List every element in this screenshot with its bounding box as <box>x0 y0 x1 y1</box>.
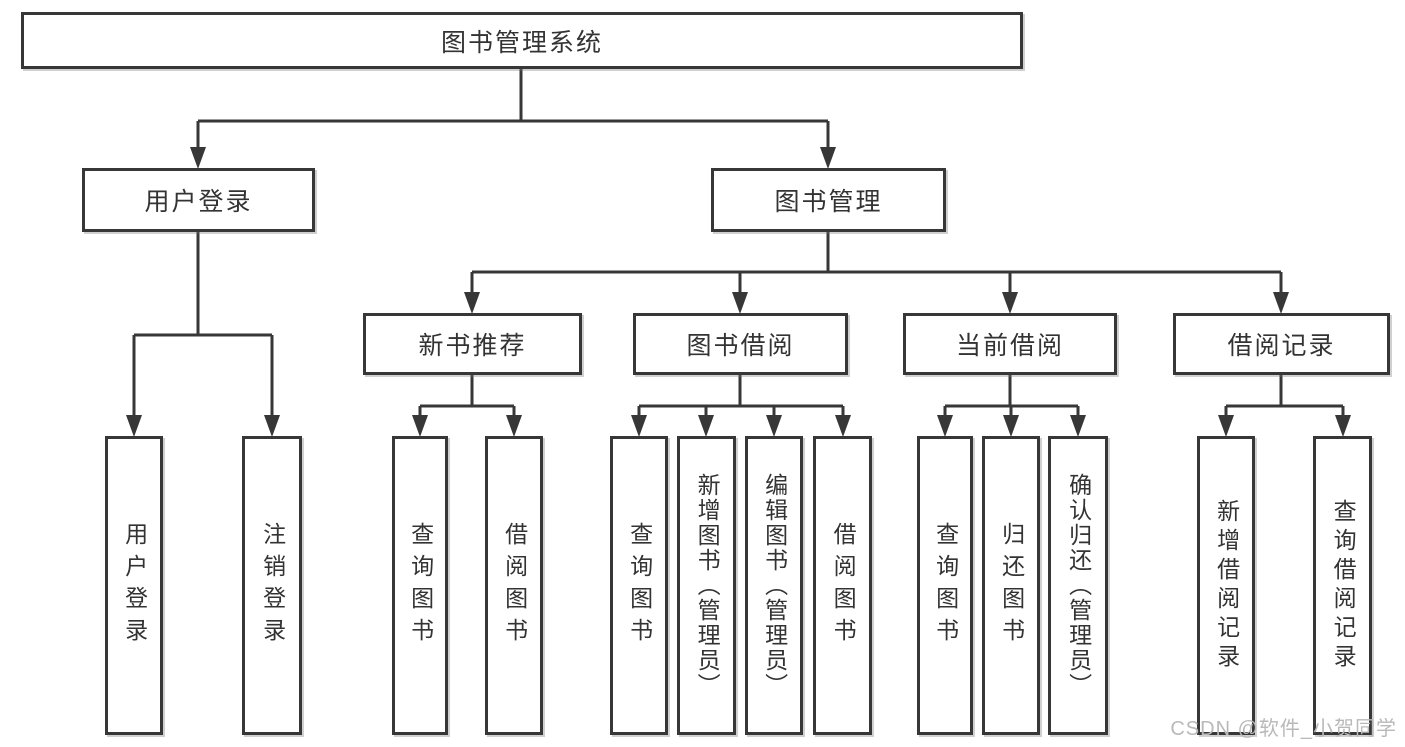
leaf-query-books-borrowing-label: 查询图书 <box>626 521 653 650</box>
node-library-system: 图书管理系统 <box>21 12 1023 69</box>
leaf-query-books-current: 查询图书 <box>917 436 973 735</box>
node-book-management: 图书管理 <box>711 168 946 232</box>
leaf-logout: 注销登录 <box>242 436 302 735</box>
leaf-borrow-books-newbooks: 借阅图书 <box>485 436 543 735</box>
leaf-query-books-current-label: 查询图书 <box>932 521 959 650</box>
leaf-query-borrow-record: 查询借阅记录 <box>1313 436 1372 735</box>
leaf-confirm-return-admin-label: 确认归还（管理员） <box>1065 473 1092 698</box>
node-borrow-records-label: 借阅记录 <box>1227 332 1336 360</box>
leaf-query-books-borrowing: 查询图书 <box>610 436 668 735</box>
leaf-borrow-books-newbooks-label: 借阅图书 <box>501 521 528 650</box>
leaf-confirm-return-admin: 确认归还（管理员） <box>1048 436 1108 735</box>
leaf-query-books-newbooks: 查询图书 <box>392 436 448 735</box>
node-new-book-recommend-label: 新书推荐 <box>418 332 527 360</box>
node-book-management-label: 图书管理 <box>774 188 883 216</box>
leaf-borrow-books: 借阅图书 <box>813 436 872 735</box>
node-current-borrowing-label: 当前借阅 <box>955 332 1064 360</box>
leaf-add-borrow-record-label: 新增借阅记录 <box>1213 498 1240 673</box>
leaf-query-borrow-record-label: 查询借阅记录 <box>1330 498 1357 673</box>
leaf-query-books-newbooks-label: 查询图书 <box>407 521 434 650</box>
leaf-user-login: 用户登录 <box>105 436 163 735</box>
node-user-login: 用户登录 <box>82 168 315 232</box>
leaf-add-borrow-record: 新增借阅记录 <box>1197 436 1255 735</box>
leaf-edit-book-admin: 编辑图书（管理员） <box>745 436 803 735</box>
node-book-borrowing-label: 图书借阅 <box>686 332 795 360</box>
node-borrow-records: 借阅记录 <box>1173 313 1390 375</box>
leaf-add-book-admin-label: 新增图书（管理员） <box>694 473 721 698</box>
leaf-borrow-books-label: 借阅图书 <box>830 521 857 650</box>
node-current-borrowing: 当前借阅 <box>903 313 1117 375</box>
leaf-return-books: 归还图书 <box>982 436 1040 735</box>
arrowheads <box>126 147 1351 437</box>
node-library-system-label: 图书管理系统 <box>440 28 603 57</box>
leaf-edit-book-admin-label: 编辑图书（管理员） <box>761 473 788 698</box>
node-new-book-recommend: 新书推荐 <box>363 313 582 375</box>
leaf-add-book-admin: 新增图书（管理员） <box>677 436 736 735</box>
node-user-login-label: 用户登录 <box>144 188 253 216</box>
leaf-logout-label: 注销登录 <box>259 521 286 650</box>
node-book-borrowing: 图书借阅 <box>633 313 848 375</box>
leaf-return-books-label: 归还图书 <box>998 521 1025 650</box>
leaf-user-login-label: 用户登录 <box>121 521 148 650</box>
csdn-watermark: CSDN @软件_小贺同学 <box>1170 718 1397 740</box>
